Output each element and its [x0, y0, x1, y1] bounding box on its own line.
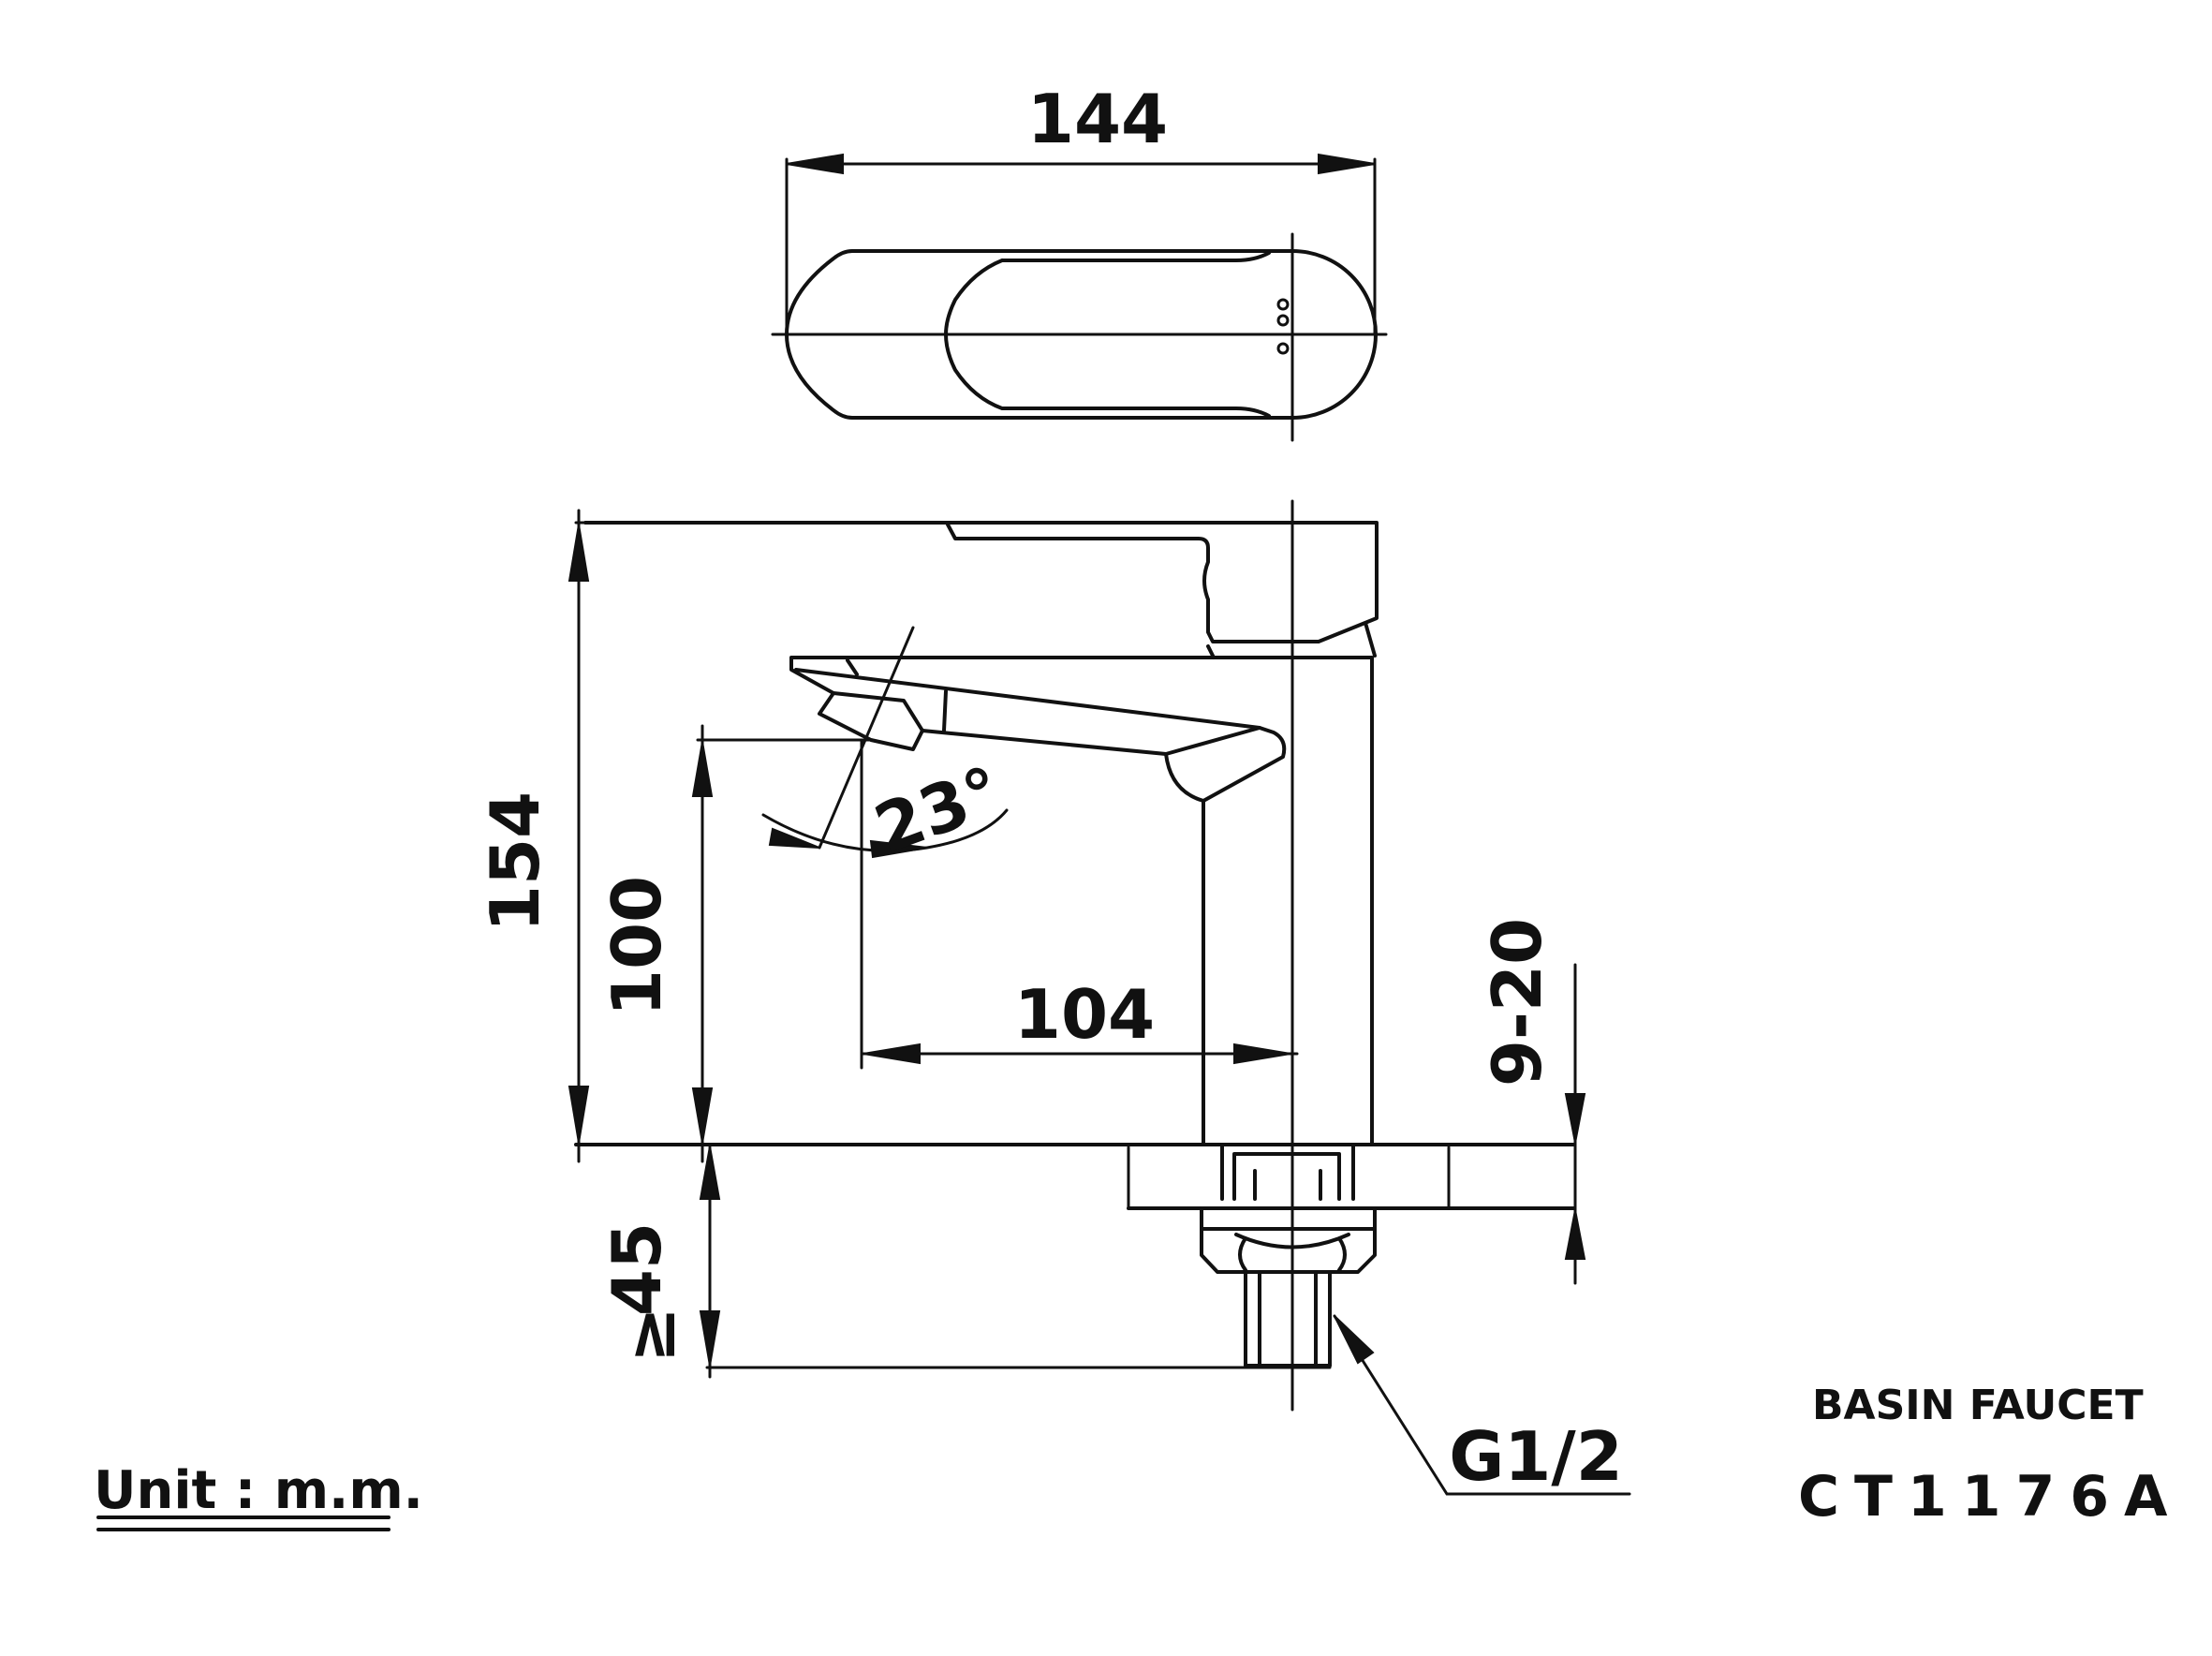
dim-104-arrow-left: [863, 1042, 921, 1065]
thread-label: G1/2: [1449, 1417, 1623, 1496]
dim-144-arrow-left: [786, 153, 844, 175]
dim-144-arrow-right: [1318, 153, 1376, 175]
handle-lever: [583, 521, 1379, 643]
mounting-shank: [1220, 1143, 1355, 1201]
spout-tip: [846, 658, 859, 676]
spout-curve: [1164, 752, 1205, 803]
dim-154-arrow-bottom: [568, 1086, 590, 1144]
dim-45-arrow-top: [699, 1146, 721, 1200]
top-view-mark: [1276, 342, 1290, 355]
dim-9-20-label: 9-20: [1478, 918, 1556, 1087]
dim-100-arrow-top: [691, 741, 714, 797]
dim-100-label: 100: [597, 876, 676, 1016]
angle-arrow-left: [768, 827, 820, 849]
model-label: CT1176A: [1798, 1464, 2182, 1530]
unit-label: Unit : m.m.: [94, 1460, 423, 1521]
dim-104-label: 104: [1014, 975, 1155, 1054]
angle-reference-line: [818, 626, 915, 850]
dim-154-arrow-top: [568, 524, 590, 582]
dim-45-label: 45: [597, 1222, 676, 1316]
top-view: 144: [771, 80, 1388, 442]
spout-top-joint: [1206, 644, 1216, 659]
washer: [1200, 1206, 1377, 1231]
top-view-body-outline: [785, 249, 1378, 420]
handle-lever-joint: [1364, 621, 1377, 658]
product-type-label: BASIN FAUCET: [1812, 1382, 2144, 1429]
angle-arrow-right: [869, 839, 928, 859]
dim-154-label: 154: [476, 791, 554, 932]
dim-144-label: 144: [1027, 80, 1168, 158]
angle-label: 23°: [864, 751, 1011, 869]
top-view-lever-outline: [944, 251, 1271, 418]
title-block: Unit : m.m. BASIN FAUCET CT1176A: [94, 1382, 2182, 1531]
dim-45-prefix: ≥: [612, 1307, 690, 1363]
dim-9-20-arrow-bottom: [1564, 1209, 1586, 1260]
hose-connector: [1244, 1270, 1332, 1368]
dim-100-arrow-bottom: [691, 1087, 714, 1144]
top-view-mark: [1276, 314, 1290, 327]
spout-upper-edge: [794, 668, 1261, 730]
dim-104-arrow-right: [1233, 1042, 1291, 1065]
side-view: 23° 154 100 104 9-20: [476, 499, 1631, 1496]
thread-leader-arrow: [1334, 1315, 1375, 1365]
thread-leader-line: [1333, 1314, 1631, 1496]
dim-45-arrow-bottom: [699, 1310, 721, 1367]
nut: [1200, 1227, 1377, 1274]
dim-9-20-arrow-top: [1564, 1093, 1586, 1144]
top-view-mark: [1276, 298, 1290, 311]
spout-aerator: [832, 691, 924, 732]
spout-aerator-line: [942, 689, 948, 732]
spout-outline: [789, 656, 1374, 1146]
